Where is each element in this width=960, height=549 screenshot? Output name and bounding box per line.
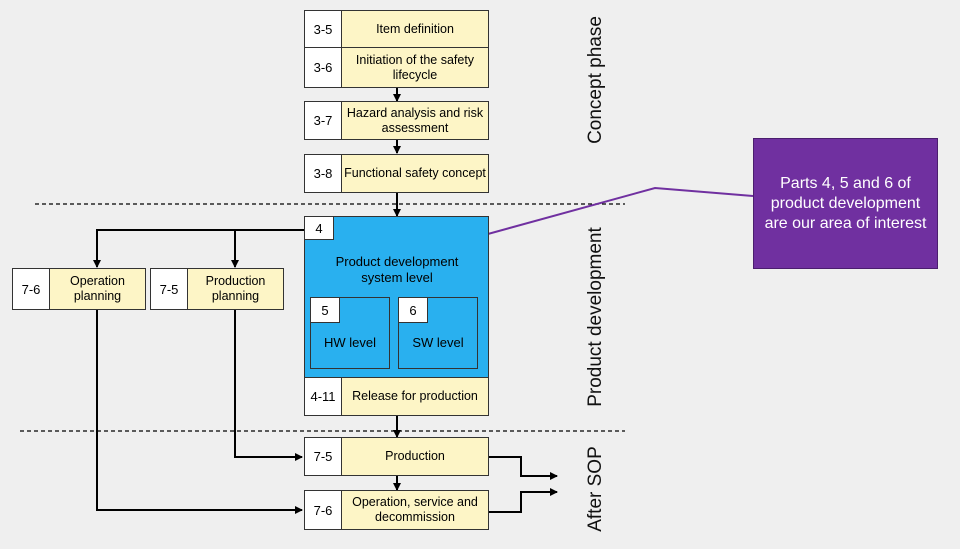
arrow-production-planning-to-production [234,310,303,461]
box-number: 3-7 [305,102,342,139]
box-production-planning: 7-5 Production planning [150,268,284,310]
box-operation-planning: 7-6 Operation planning [12,268,146,310]
box-label: Hazard analysis and risk assessment [346,105,484,135]
box-label: Operation, service and decommission [352,495,478,524]
box-label: Item definition [376,21,454,36]
sw-level-number: 6 [398,297,428,323]
phase-label-concept: Concept phase [585,16,606,144]
arrow-operation-out [489,488,558,513]
box-number: 3-6 [305,48,342,87]
hw-level-label: HW level [323,335,376,350]
arrow-operation-planning-to-operation [96,310,303,514]
arrow-production-out [489,456,558,480]
box-label: Release for production [352,389,478,403]
box-label: Production [385,449,445,463]
branch-line [93,229,305,268]
box-release-for-production: 4-11 Release for production [304,377,489,416]
box-number: 4-11 [305,378,342,415]
box-number: 7-6 [13,269,50,309]
box-number: 7-5 [151,269,188,309]
box-production: 7-5 Production [304,437,489,476]
box-item-definition: 3-5 Item definition [304,10,489,48]
product-development-number: 4 [304,216,334,240]
box-functional-safety-concept: 3-8 Functional safety concept [304,154,489,193]
box-operation-service-decommission: 7-6 Operation, service and decommission [304,490,489,530]
box-number: 3-5 [305,11,342,47]
sw-level-label: SW level [412,335,464,350]
box-number: 3-8 [305,155,342,192]
box-hazard-analysis: 3-7 Hazard analysis and risk assessment [304,101,489,140]
box-label: Operation planning [70,274,125,303]
callout-pointer [407,186,754,257]
callout-note: Parts 4, 5 and 6 of product development … [753,138,938,269]
box-number: 7-5 [305,438,342,475]
product-development-label: Product development system level [335,254,459,285]
box-initiation-safety-lifecycle: 3-6 Initiation of the safety lifecycle [304,47,489,88]
phase-label-product-development: Product development [585,227,606,407]
box-label: Functional safety concept [344,166,486,180]
phase-label-after-sop: After SOP [585,446,606,532]
hw-level-number: 5 [310,297,340,323]
hw-level-block [310,297,390,369]
box-number: 7-6 [305,491,342,529]
box-label: Production planning [205,274,266,303]
box-label: Initiation of the safety lifecycle [355,52,475,82]
